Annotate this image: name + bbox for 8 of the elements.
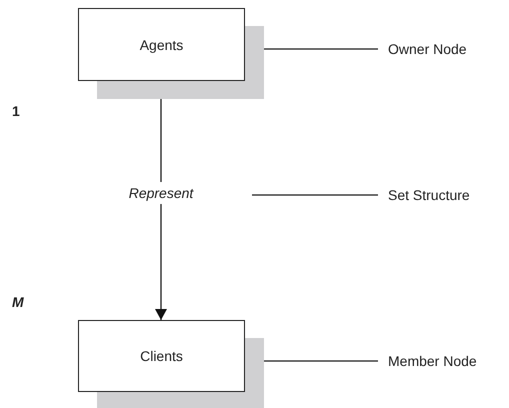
annotation-text: Member Node <box>388 350 506 372</box>
leader-line <box>252 194 378 196</box>
relationship-label: Represent <box>116 182 206 204</box>
annotation-text: Set Structure <box>388 184 503 206</box>
cardinality-label: M <box>12 294 24 310</box>
arrow <box>155 204 167 320</box>
cardinality-label: 1 <box>12 103 20 119</box>
annotation-text: Owner Node <box>388 38 488 60</box>
